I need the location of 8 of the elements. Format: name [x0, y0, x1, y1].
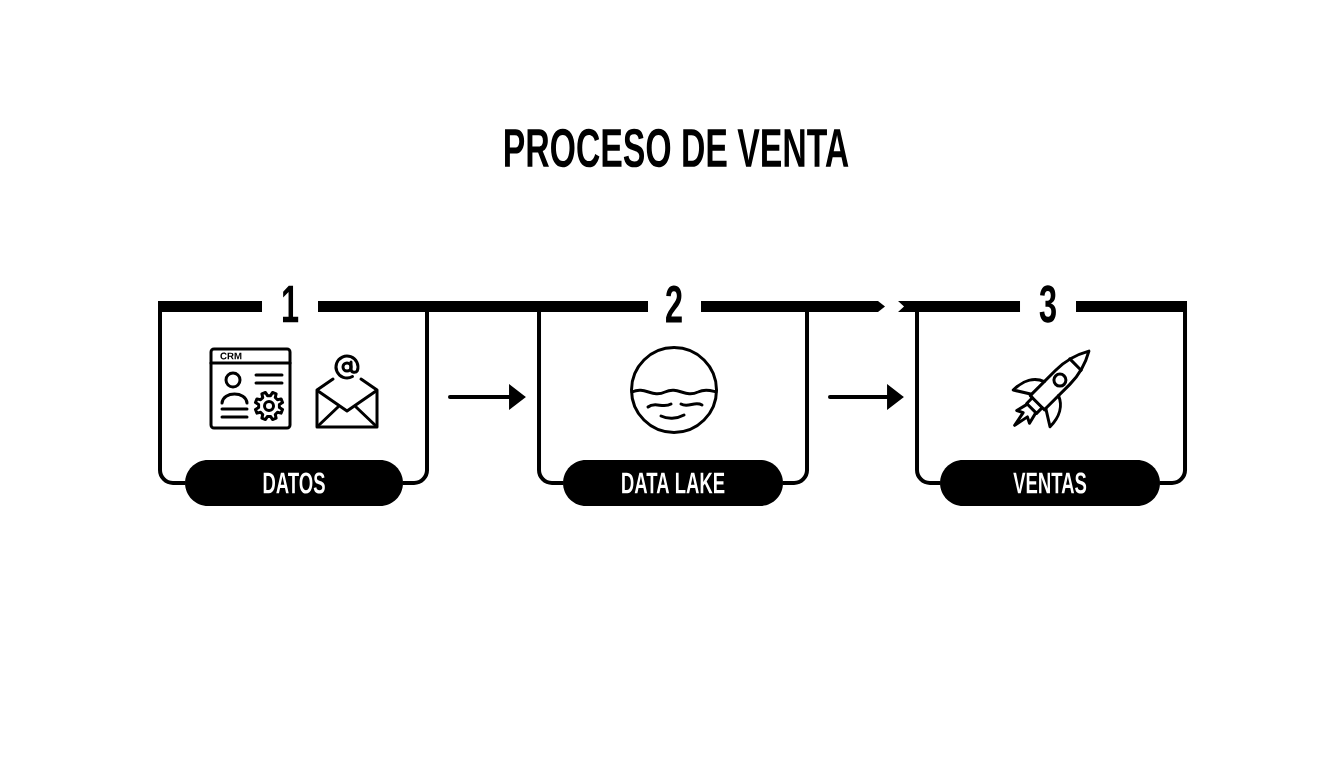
step-number: 1: [283, 285, 299, 323]
title: PROCESO DE VENTA: [505, 128, 849, 168]
pill-label: DATA LAKE: [563, 460, 783, 506]
step-number: 3: [1039, 285, 1056, 323]
window-title-text: CRM: [220, 352, 242, 360]
step-number: 2: [666, 285, 682, 323]
pill-label: DATOS: [185, 460, 403, 506]
pill-label: VENTAS: [940, 460, 1160, 506]
